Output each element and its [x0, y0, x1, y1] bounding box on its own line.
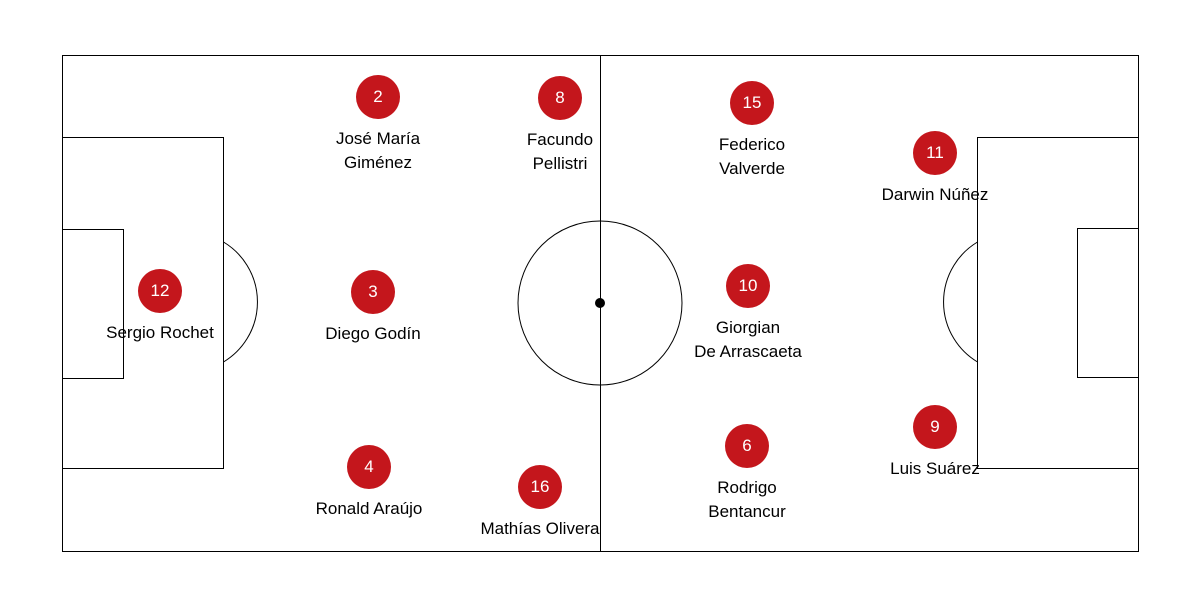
- left-penalty-arc: [223, 241, 258, 363]
- player-number-badge: 4: [347, 445, 391, 489]
- player-name-line1: Diego Godín: [325, 324, 421, 343]
- player-name-line1: Giorgian: [715, 318, 781, 337]
- player-name-line1: Ronald Araújo: [315, 499, 423, 518]
- player-marker: 12 Sergio Rochet: [60, 269, 260, 345]
- player-name-line2: Valverde: [719, 159, 785, 178]
- player-marker: 11 Darwin Núñez: [835, 131, 1035, 207]
- player-name-line1: Sergio Rochet: [106, 323, 214, 342]
- player-number-badge: 6: [725, 424, 769, 468]
- player-name: Mathías Olivera: [440, 517, 640, 541]
- player-name-line1: Federico: [718, 135, 786, 154]
- player-number-badge: 9: [913, 405, 957, 449]
- player-name-line2: De Arrascaeta: [694, 342, 802, 361]
- player-number-badge: 15: [730, 81, 774, 125]
- player-marker: 3 Diego Godín: [273, 270, 473, 346]
- player-marker: 16 Mathías Olivera: [440, 465, 640, 541]
- player-name: Darwin Núñez: [835, 183, 1035, 207]
- center-spot: [595, 298, 605, 308]
- player-name-line1: José María: [335, 129, 421, 148]
- player-name-line1: Darwin Núñez: [881, 185, 989, 204]
- player-name: Giorgian De Arrascaeta: [648, 316, 848, 364]
- player-name: Diego Godín: [273, 322, 473, 346]
- player-name-line1: Facundo: [526, 130, 594, 149]
- left-goal-box: [62, 229, 124, 379]
- player-number-badge: 2: [356, 75, 400, 119]
- player-number-badge: 10: [726, 264, 770, 308]
- player-name-line2: Bentancur: [708, 502, 786, 521]
- player-name-line2: Giménez: [343, 153, 413, 172]
- player-name-line2: Pellistri: [532, 154, 588, 173]
- player-marker: 9 Luis Suárez: [835, 405, 1035, 481]
- player-number-badge: 11: [913, 131, 957, 175]
- player-number-badge: 12: [138, 269, 182, 313]
- player-number-badge: 3: [351, 270, 395, 314]
- player-name-line1: Luis Suárez: [890, 459, 980, 478]
- player-name: Ronald Araújo: [269, 497, 469, 521]
- right-penalty-arc: [943, 241, 978, 363]
- right-goal-box: [1077, 228, 1139, 378]
- player-name: Sergio Rochet: [60, 321, 260, 345]
- player-number-badge: 8: [538, 76, 582, 120]
- player-marker: 10 Giorgian De Arrascaeta: [648, 264, 848, 364]
- player-name-line1: Rodrigo: [717, 478, 777, 497]
- player-marker: 4 Ronald Araújo: [269, 445, 469, 521]
- center-circle: [517, 220, 683, 386]
- player-name-line1: Mathías Olivera: [480, 519, 600, 538]
- player-number-badge: 16: [518, 465, 562, 509]
- player-name: Luis Suárez: [835, 457, 1035, 481]
